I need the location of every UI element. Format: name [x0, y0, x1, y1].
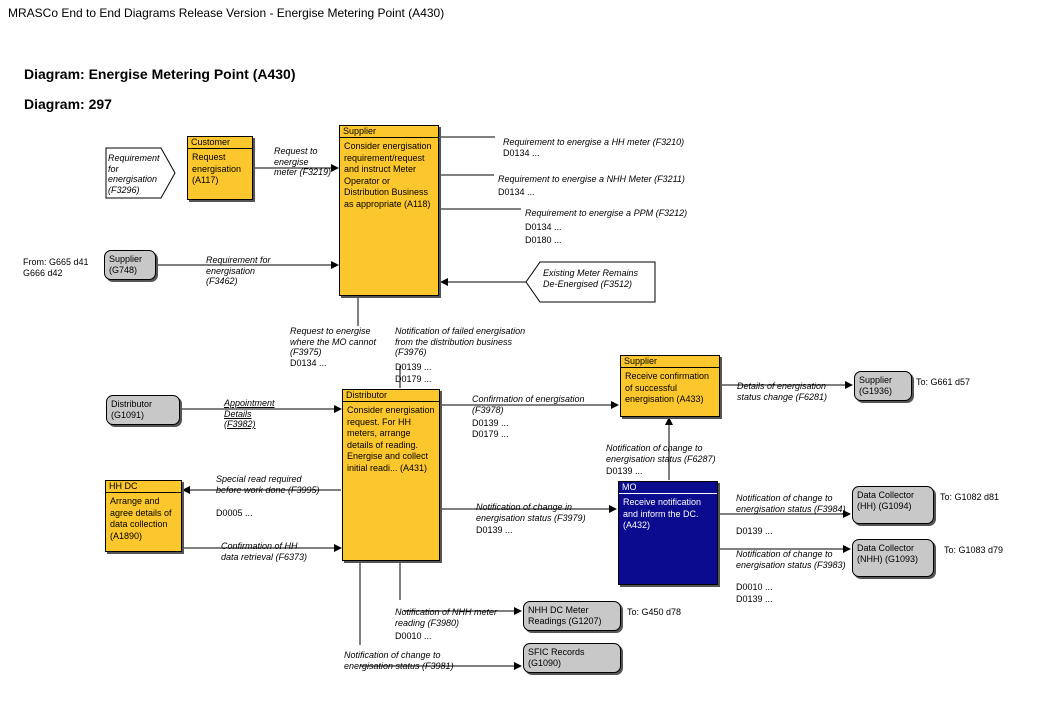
flow-f3210: Requirement to energise a HH meter (F321… — [503, 137, 685, 147]
external-supplier-g1936[interactable]: Supplier (G1936) — [854, 371, 912, 401]
flow-f3978: Confirmation of energisation (F3978) — [472, 394, 585, 415]
code-f3984: D0139 ... — [736, 526, 773, 536]
flow-f3979: Notification of change in energisation s… — [476, 502, 586, 523]
code-f3978-2: D0179 ... — [472, 429, 509, 439]
flow-f3212: Requirement to energise a PPM (F3212) — [525, 208, 688, 218]
diagram-title: Diagram: Energise Metering Point (A430) — [24, 66, 296, 82]
input-f3296: Requirement for energisation (F3296) — [108, 153, 160, 195]
flow-f6281: Details of energisation status change (F… — [737, 381, 828, 402]
process-text: Request energisation (A117) — [192, 152, 242, 185]
process-owner: MO — [619, 482, 717, 494]
process-owner: Distributor — [343, 390, 439, 402]
note-from-g665: From: G665 d41 G666 d42 — [23, 257, 89, 278]
process-owner: Customer — [188, 137, 252, 149]
note-to-g661: To: G661 d57 — [916, 377, 971, 387]
flow-f3982: Appointment Details (F3982) — [224, 398, 275, 429]
note-to-g450: To: G450 d78 — [627, 607, 682, 617]
code-f3210: D0134 ... — [503, 148, 540, 158]
code-f3983-1: D0010 ... — [736, 582, 773, 592]
process-owner: HH DC — [106, 481, 181, 493]
flow-f6287: Notification of change to energisation s… — [606, 443, 716, 464]
input-f3512: Existing Meter Remains De-Energised (F35… — [543, 268, 639, 289]
process-supplier-main[interactable]: Supplier Consider energisation requireme… — [339, 125, 439, 296]
diagram-number: Diagram: 297 — [24, 96, 112, 112]
code-f3995: D0005 ... — [216, 508, 253, 518]
process-text: Consider energisation requirement/reques… — [344, 141, 432, 209]
external-nhh-readings[interactable]: NHH DC Meter Readings (G1207) — [523, 601, 621, 631]
flow-f3995: Special read required before work done (… — [216, 474, 320, 495]
process-text: Receive confirmation of successful energ… — [625, 371, 710, 404]
code-f6287: D0139 ... — [606, 466, 643, 476]
code-f3983-2: D0139 ... — [736, 594, 773, 604]
external-distributor-g1091[interactable]: Distributor (G1091) — [106, 395, 180, 425]
flow-f3219: Request to energise meter (F3219) — [274, 146, 332, 177]
code-f3212-1: D0134 ... — [525, 222, 562, 232]
flow-f3975: Request to energise where the MO cannot … — [290, 326, 377, 357]
input-arrow-f3296 — [105, 147, 176, 199]
process-supplier-confirm[interactable]: Supplier Receive confirmation of success… — [620, 355, 720, 417]
note-to-g1083: To: G1083 d79 — [944, 545, 1004, 555]
flow-f3983: Notification of change to energisation s… — [736, 549, 846, 570]
process-text: Receive notification and inform the DC. … — [623, 497, 702, 530]
code-f3976-2: D0179 ... — [395, 374, 432, 384]
external-supplier-g748[interactable]: Supplier (G748) — [104, 250, 156, 280]
flow-f3211: Requirement to energise a NHH Meter (F32… — [498, 174, 685, 184]
code-f3980: D0010 ... — [395, 631, 432, 641]
window-title: MRASCo End to End Diagrams Release Versi… — [8, 6, 445, 20]
process-hhdc[interactable]: HH DC Arrange and agree details of data … — [105, 480, 182, 552]
flow-f3462: Requirement for energisation (F3462) — [206, 255, 271, 286]
flow-f3976: Notification of failed energisation from… — [395, 326, 526, 357]
process-mo[interactable]: MO Receive notification and inform the D… — [618, 481, 718, 585]
code-f3975: D0134 ... — [290, 358, 327, 368]
external-dc-nhh[interactable]: Data Collector (NHH) (G1093) — [852, 539, 934, 577]
external-dc-hh[interactable]: Data Collector (HH) (G1094) — [852, 486, 934, 524]
code-f3978-1: D0139 ... — [472, 418, 509, 428]
code-f3212-2: D0180 ... — [525, 235, 562, 245]
process-owner: Supplier — [621, 356, 719, 368]
flow-f6373: Confirmation of HH data retrieval (F6373… — [221, 541, 308, 562]
flow-f3981: Notification of change to energisation s… — [344, 650, 454, 671]
flow-f3980: Notification of NHH meter reading (F3980… — [395, 607, 498, 628]
process-distributor[interactable]: Distributor Consider energisation reques… — [342, 389, 440, 561]
external-sfic[interactable]: SFIC Records (G1090) — [523, 643, 621, 673]
process-owner: Supplier — [340, 126, 438, 138]
process-customer[interactable]: Customer Request energisation (A117) — [187, 136, 253, 200]
input-arrow-f3512 — [525, 261, 656, 303]
note-to-g1082: To: G1082 d81 — [940, 492, 1000, 502]
code-f3979: D0139 ... — [476, 525, 513, 535]
code-f3211: D0134 ... — [498, 187, 535, 197]
flow-f3984: Notification of change to energisation s… — [736, 493, 846, 514]
process-text: Arrange and agree details of data collec… — [110, 496, 172, 541]
code-f3976-1: D0139 ... — [395, 362, 432, 372]
process-text: Consider energisation request. For HH me… — [347, 405, 435, 473]
